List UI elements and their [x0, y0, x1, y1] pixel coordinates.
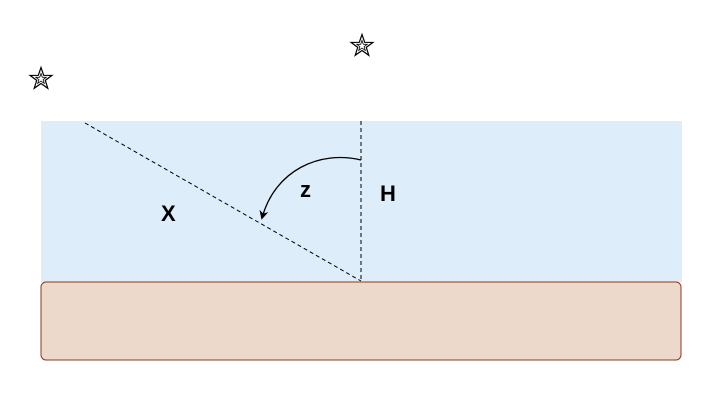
- star-icon: [28, 65, 54, 90]
- angle-arc-arrow: [259, 156, 362, 220]
- star-icon: [349, 32, 375, 57]
- x-label: X: [161, 201, 176, 226]
- height-label: H: [380, 181, 396, 206]
- ground-block: [40, 281, 682, 361]
- angle-label: z: [300, 177, 311, 202]
